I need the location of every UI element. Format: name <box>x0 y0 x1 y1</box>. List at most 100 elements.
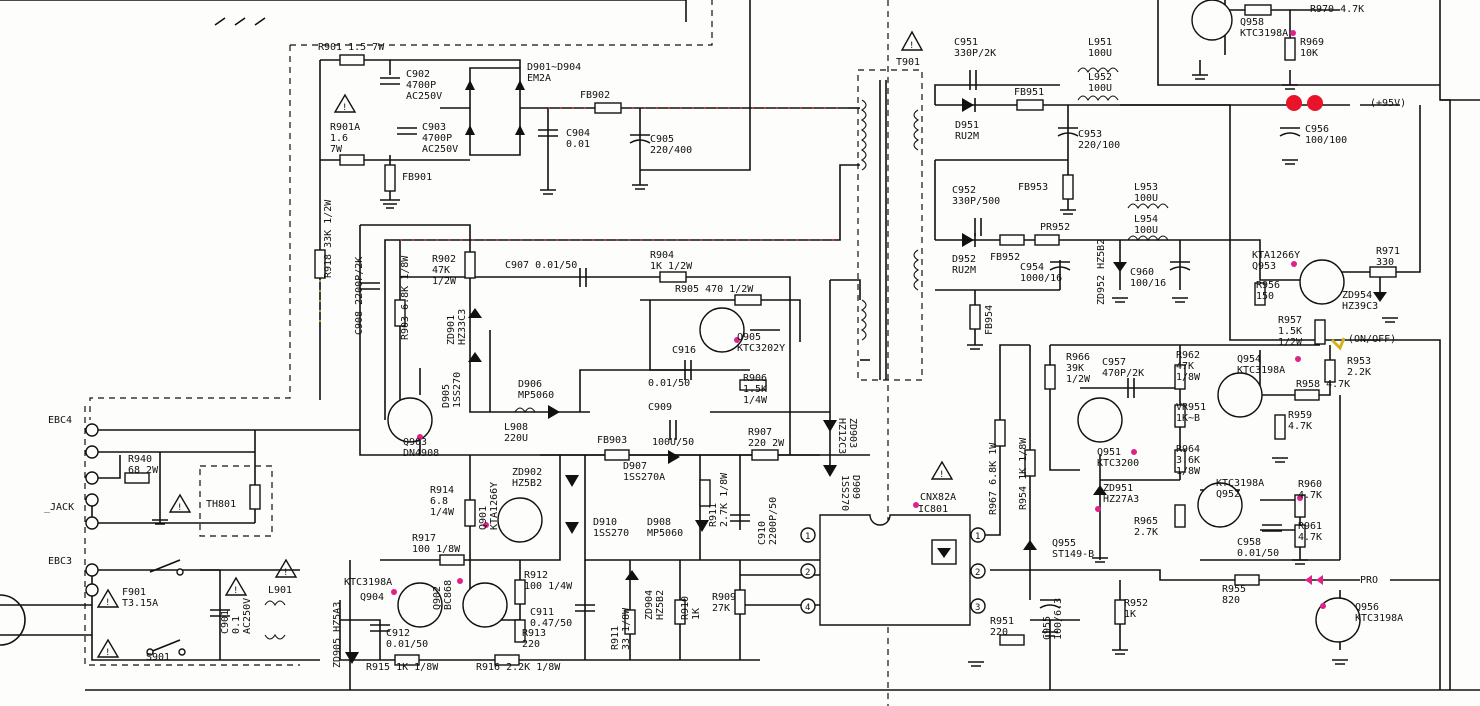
zd952-label: ZD952 HZ5B2 <box>1096 239 1107 305</box>
resistor-r953 <box>1324 359 1336 383</box>
inductor-l951 <box>1077 67 1119 74</box>
d905-label: D9051SS270 <box>441 372 463 408</box>
transistor-q954 <box>1217 372 1263 418</box>
r918-label: R918 33K 1/2W <box>323 199 334 278</box>
fb903-label: FB903 <box>597 435 627 446</box>
warning-icon: ! <box>168 493 192 513</box>
resistor-r913 <box>514 619 526 643</box>
svg-text:!: ! <box>233 586 238 596</box>
zener-zd954 <box>1373 292 1387 302</box>
transistor-q902 <box>462 582 508 628</box>
fb901-label: FB901 <box>402 172 432 183</box>
resistor-r918 <box>314 249 326 279</box>
resistor-r971 <box>1369 266 1397 278</box>
ic801-label: IC801 <box>918 504 948 515</box>
ferrite-fb951 <box>1016 99 1044 111</box>
capacitor-c907 <box>579 268 587 287</box>
diode-d951 <box>962 98 976 112</box>
inductor-l953 <box>1127 203 1169 210</box>
resistor-pr952 <box>1034 234 1060 246</box>
resistor-r956 <box>1254 282 1266 306</box>
zener-zd903 <box>823 420 837 432</box>
transistor-q901 <box>497 497 543 543</box>
d909-label: D9091SS270 <box>839 475 861 511</box>
marker-dots <box>391 30 1346 609</box>
ebc4-label: EBC4 <box>48 415 72 426</box>
ferrite-fb901 <box>384 164 396 192</box>
switch-s901 <box>146 559 186 656</box>
c909v-label: 100U/50 <box>652 437 694 448</box>
r911-label: R9112.7K 1/8W <box>708 472 730 527</box>
resistor-r901a <box>339 154 365 166</box>
capacitor-c954 <box>1049 261 1071 271</box>
c901-label: C9010.1AC250V <box>220 598 253 634</box>
q902-label: Q902BC868 <box>432 580 454 610</box>
inductor-l954 <box>1127 235 1169 242</box>
fb951-label: FB951 <box>1014 87 1044 98</box>
capacitor-c951 <box>969 70 977 90</box>
warning-icon: ! <box>274 558 298 578</box>
capacitor-c960 <box>1169 261 1191 271</box>
fb953-label: FB953 <box>1018 182 1048 193</box>
capacitor-c958 <box>1262 524 1282 532</box>
resistor-r954 <box>1024 449 1036 477</box>
zener-zd905 <box>345 652 359 664</box>
wiring <box>0 0 1451 690</box>
inductor-l901a <box>264 600 286 607</box>
ac-plug-icon <box>0 594 26 646</box>
r910-label: R9101K <box>680 596 702 620</box>
r958-label: R958 4.7K <box>1296 379 1350 390</box>
potentiometer-vr951 <box>1174 404 1186 428</box>
inductor-l901b <box>264 633 286 640</box>
c916v-label: 0.01/50 <box>648 378 690 389</box>
svg-text:!: ! <box>342 103 347 113</box>
diode-symbols <box>345 80 1387 664</box>
test-point-dot <box>1307 95 1323 111</box>
ferrite-fb953 <box>1062 174 1074 200</box>
transistor-q958 <box>1191 0 1233 41</box>
resistor-r964 <box>1174 449 1186 473</box>
resistor-r958 <box>1294 389 1320 401</box>
svg-text:!: ! <box>105 648 110 658</box>
check-mark-icon <box>1330 337 1346 351</box>
r903-label: R903 6.8K 1/8W <box>400 255 411 340</box>
ground-symbols <box>152 17 1398 667</box>
resistor-r904 <box>659 271 687 283</box>
capacitor-c908 <box>360 282 380 290</box>
ferrite-fb902 <box>594 102 622 114</box>
diode-d908 <box>695 520 709 532</box>
resistor-r907 <box>751 449 779 461</box>
zd903-label: ZD903HZ12C3 <box>836 418 858 454</box>
transistor-q903 <box>387 397 433 443</box>
transformer-t901: T901 ! <box>860 30 924 380</box>
ferrite-fb954 <box>969 304 981 330</box>
capacitor-c905 <box>629 134 651 144</box>
